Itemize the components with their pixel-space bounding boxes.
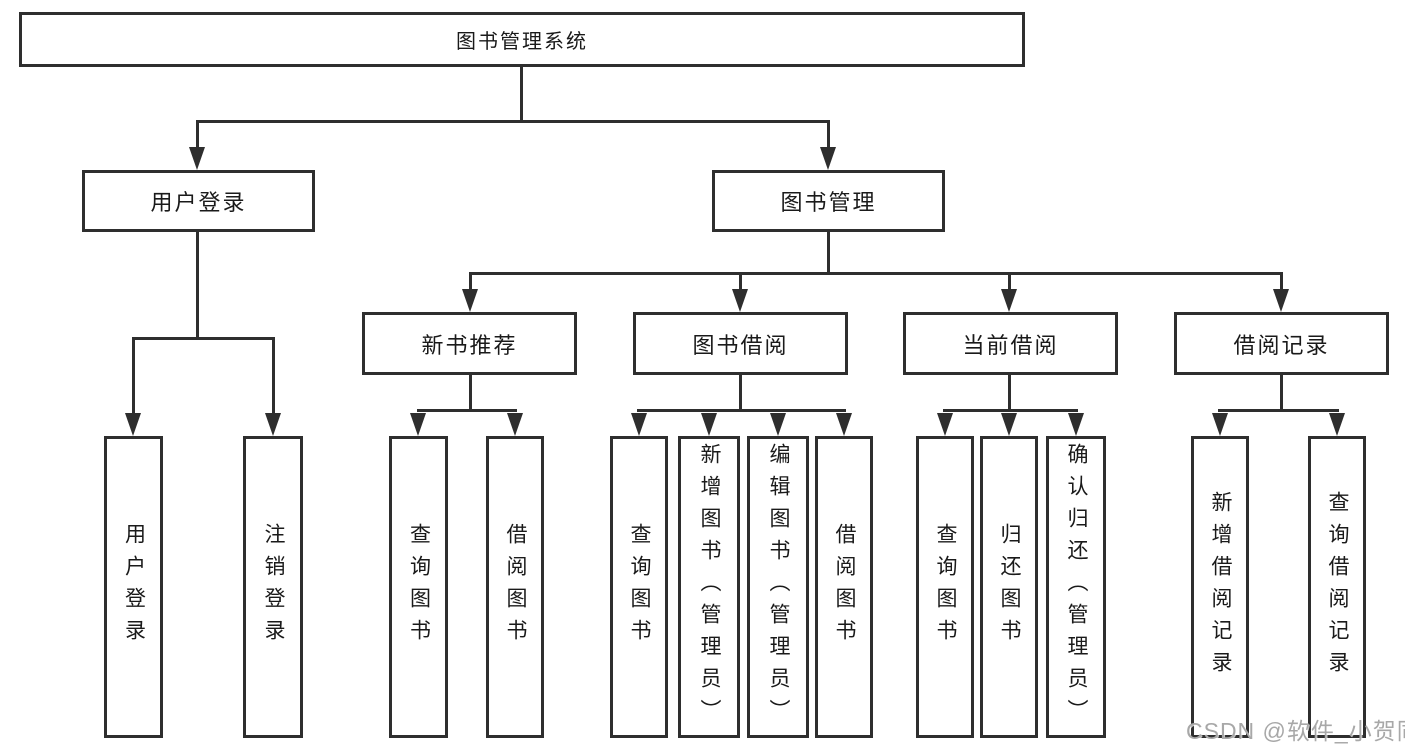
leaf-records-query-record: 查询借阅记录 xyxy=(1308,436,1366,738)
connector-stem-new-book xyxy=(469,272,472,292)
connector-level2-horizontal xyxy=(196,120,830,123)
arrow-down-bb-edit xyxy=(770,413,786,436)
connector-user-login-horizontal xyxy=(132,337,275,340)
node-root: 图书管理系统 xyxy=(19,12,1025,67)
arrow-down-new-book xyxy=(462,289,478,312)
connector-book-management-down xyxy=(827,232,830,275)
node-borrowing-records: 借阅记录 xyxy=(1174,312,1389,375)
connector-book-borrowing-horizontal xyxy=(637,409,846,412)
connector-stem-borrowing-records xyxy=(1280,272,1283,292)
connector-stem-book-borrowing xyxy=(739,272,742,292)
node-book-management: 图书管理 xyxy=(712,170,945,232)
arrow-down-cb-query xyxy=(937,413,953,436)
leaf-current-query-books: 查询图书 xyxy=(916,436,974,738)
connector-stem-book-management xyxy=(827,120,830,152)
arrow-down-nb-borrow xyxy=(507,413,523,436)
node-current-borrowing: 当前借阅 xyxy=(903,312,1118,375)
node-new-book-recommendation: 新书推荐 xyxy=(362,312,577,375)
connector-borrowing-records-horizontal xyxy=(1218,409,1339,412)
connector-stem-current-borrowing xyxy=(1008,272,1011,292)
arrow-down-bb-query xyxy=(631,413,647,436)
arrow-down-current-borrowing xyxy=(1001,289,1017,312)
connector-book-borrowing-down xyxy=(739,375,742,412)
arrow-down-borrowing-records xyxy=(1273,289,1289,312)
connector-level3-horizontal xyxy=(469,272,1283,275)
connector-new-book-horizontal xyxy=(417,409,517,412)
leaf-logout-login: 注销登录 xyxy=(243,436,303,738)
connector-stem-leaf-logout xyxy=(272,337,275,414)
node-book-borrowing: 图书借阅 xyxy=(633,312,848,375)
leaf-borrowing-edit-books-admin: 编辑图书（管理员） xyxy=(747,436,809,738)
arrow-down-cb-confirm xyxy=(1068,413,1084,436)
arrow-down-book-borrowing xyxy=(732,289,748,312)
leaf-current-return-books: 归还图书 xyxy=(980,436,1038,738)
leaf-borrowing-add-books-admin: 新增图书（管理员） xyxy=(678,436,740,738)
arrow-down-br-query xyxy=(1329,413,1345,436)
connector-root-trunk xyxy=(520,67,523,123)
arrow-down-nb-query xyxy=(410,413,426,436)
arrow-down-book-management xyxy=(820,147,836,170)
connector-user-login-down xyxy=(196,232,199,340)
leaf-user-login: 用户登录 xyxy=(104,436,163,738)
leaf-newbook-query-books: 查询图书 xyxy=(389,436,448,738)
arrow-down-bb-add xyxy=(701,413,717,436)
connector-stem-leaf-user-login xyxy=(132,337,135,414)
arrow-down-cb-return xyxy=(1001,413,1017,436)
leaf-current-confirm-return-admin: 确认归还（管理员） xyxy=(1046,436,1106,738)
connector-current-borrowing-horizontal xyxy=(943,409,1078,412)
leaf-records-add-record: 新增借阅记录 xyxy=(1191,436,1249,738)
arrow-down-br-add xyxy=(1212,413,1228,436)
leaf-borrowing-query-books: 查询图书 xyxy=(610,436,668,738)
leaf-borrowing-borrow-books: 借阅图书 xyxy=(815,436,873,738)
arrow-down-user-login xyxy=(189,147,205,170)
connector-borrowing-records-down xyxy=(1280,375,1283,412)
arrow-down-bb-borrow xyxy=(836,413,852,436)
watermark: CSDN @软件_小贺同学 xyxy=(1186,718,1405,744)
node-user-login: 用户登录 xyxy=(82,170,315,232)
arrow-down-leaf-user-login xyxy=(125,413,141,436)
leaf-newbook-borrow-books: 借阅图书 xyxy=(486,436,544,738)
connector-stem-user-login xyxy=(196,120,199,152)
arrow-down-leaf-logout xyxy=(265,413,281,436)
connector-new-book-down xyxy=(469,375,472,412)
connector-current-borrowing-down xyxy=(1008,375,1011,412)
